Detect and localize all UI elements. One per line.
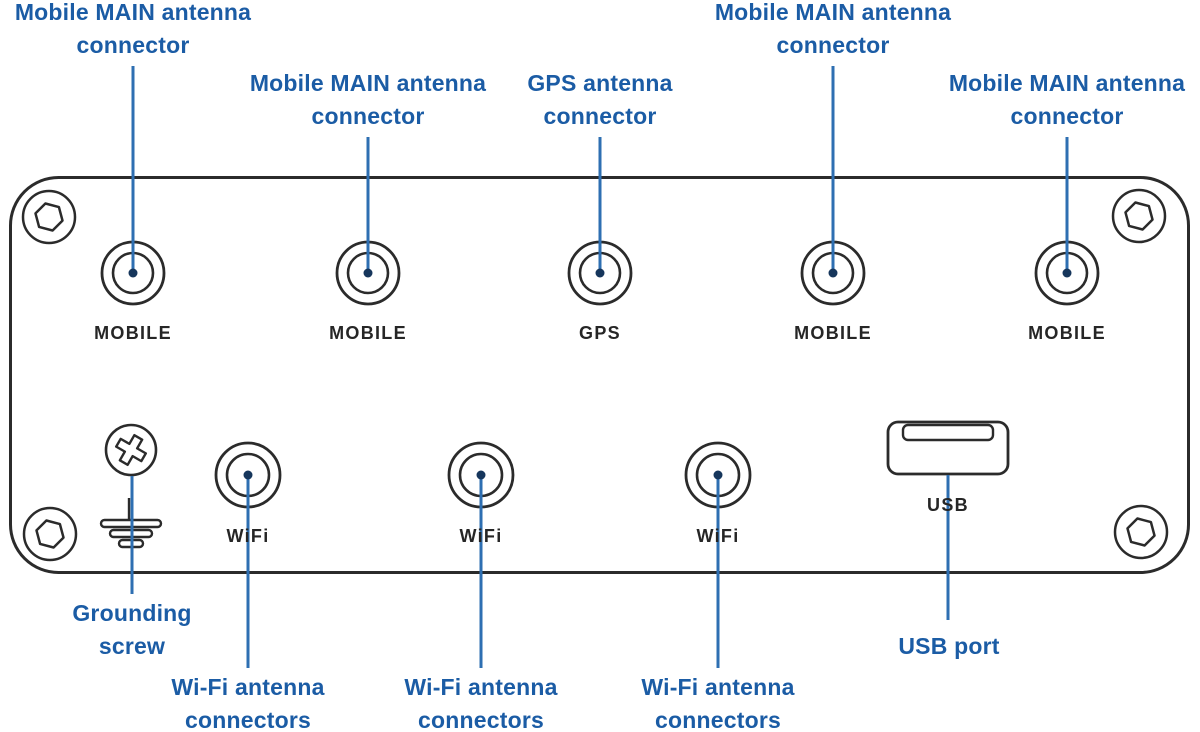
callout-text: connector bbox=[543, 103, 657, 129]
callout-mobile-main-antenna-4: Mobile MAIN antenna connector bbox=[917, 67, 1200, 133]
port-label-wifi-1: WiFi bbox=[226, 526, 270, 546]
leader-dot bbox=[243, 470, 253, 480]
leader-dot bbox=[713, 470, 723, 480]
callout-text: Mobile MAIN antenna bbox=[714, 0, 952, 25]
port-label-mobile-3: MOBILE bbox=[794, 323, 872, 343]
callout-text: connectors bbox=[185, 707, 311, 732]
callout-text: Grounding bbox=[72, 600, 192, 626]
callout-text: connector bbox=[1010, 103, 1124, 129]
callout-wifi-antenna-3: Wi-Fi antenna connectors bbox=[568, 671, 868, 732]
leader-dot bbox=[828, 268, 838, 278]
usb-port-icon bbox=[886, 420, 1010, 476]
callout-wifi-antenna-2: Wi-Fi antenna connectors bbox=[331, 671, 631, 732]
callout-text: connectors bbox=[418, 707, 544, 732]
leader-dot bbox=[128, 268, 138, 278]
port-label-wifi-3: WiFi bbox=[696, 526, 740, 546]
port-label-mobile-4: MOBILE bbox=[1028, 323, 1106, 343]
callout-mobile-main-antenna-2: Mobile MAIN antenna connector bbox=[218, 67, 518, 133]
callout-wifi-antenna-1: Wi-Fi antenna connectors bbox=[98, 671, 398, 732]
callout-text: Mobile MAIN antenna bbox=[249, 70, 487, 96]
leader-dot bbox=[476, 470, 486, 480]
callout-text: Mobile MAIN antenna bbox=[948, 70, 1186, 96]
port-label-wifi-2: WiFi bbox=[459, 526, 503, 546]
callout-text: Wi-Fi antenna bbox=[171, 674, 325, 700]
callout-text: connector bbox=[776, 32, 890, 58]
callout-text: connector bbox=[311, 103, 425, 129]
port-label-mobile-1: MOBILE bbox=[94, 323, 172, 343]
callout-text: Wi-Fi antenna bbox=[404, 674, 558, 700]
callout-text: connector bbox=[76, 32, 190, 58]
port-label-usb: USB bbox=[927, 495, 969, 515]
callout-text: screw bbox=[98, 633, 166, 659]
callout-text: connectors bbox=[655, 707, 781, 732]
callout-gps-antenna: GPS antenna connector bbox=[450, 67, 750, 133]
callout-text: USB port bbox=[898, 633, 1000, 659]
port-label-gps: GPS bbox=[579, 323, 621, 343]
corner-screw-icon bbox=[21, 189, 77, 245]
grounding-screw-icon bbox=[104, 423, 158, 477]
corner-screw-icon bbox=[1113, 504, 1169, 560]
corner-screw-icon bbox=[22, 506, 78, 562]
port-label-mobile-2: MOBILE bbox=[329, 323, 407, 343]
callout-grounding-screw: Grounding screw bbox=[0, 597, 282, 663]
leader-dot bbox=[363, 268, 373, 278]
leader-dot bbox=[595, 268, 605, 278]
callout-mobile-main-antenna-3: Mobile MAIN antenna connector bbox=[683, 0, 983, 62]
callout-text: Mobile MAIN antenna bbox=[14, 0, 252, 25]
callout-text: GPS antenna bbox=[527, 70, 673, 96]
leader-dot bbox=[1062, 268, 1072, 278]
corner-screw-icon bbox=[1111, 188, 1167, 244]
callout-text: Wi-Fi antenna bbox=[641, 674, 795, 700]
callout-mobile-main-antenna-1: Mobile MAIN antenna connector bbox=[0, 0, 283, 62]
callout-usb-port: USB port bbox=[799, 630, 1099, 663]
